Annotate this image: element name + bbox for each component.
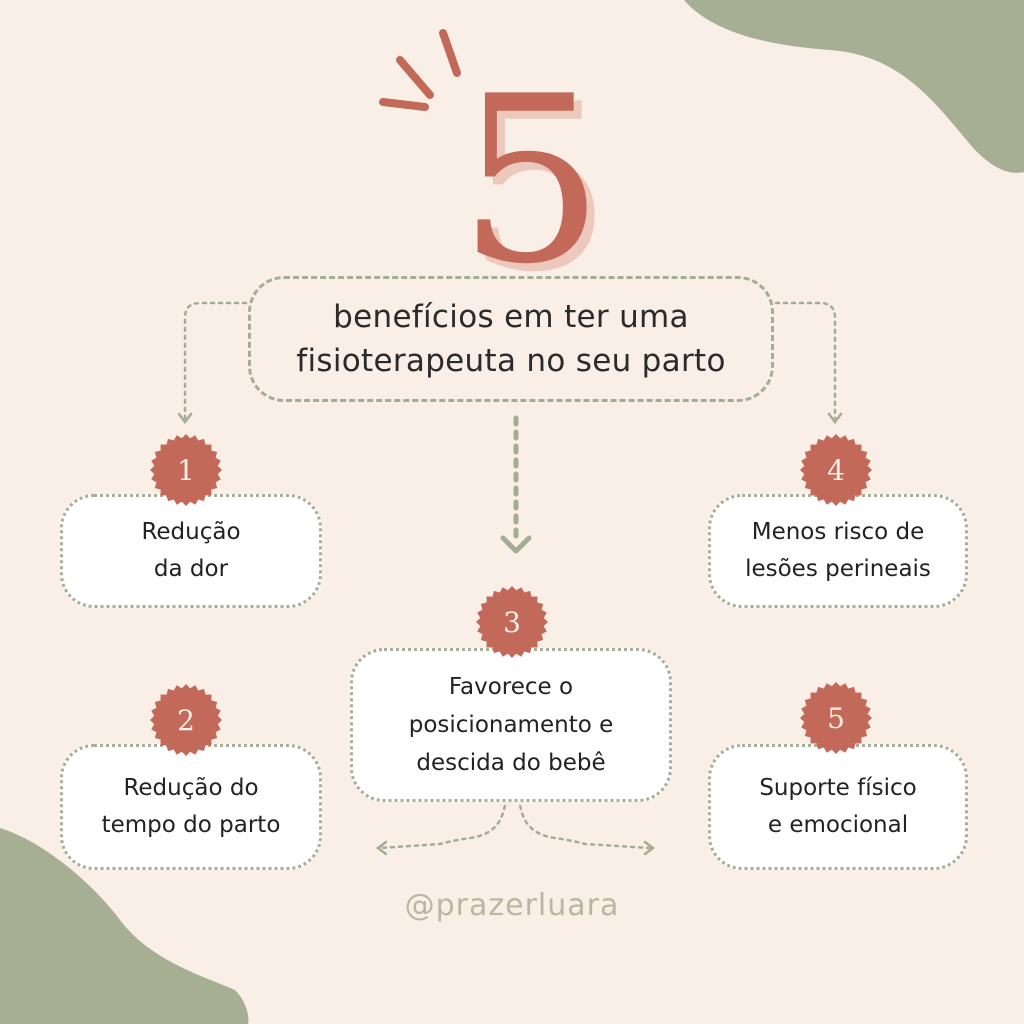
benefit-3-line-1: Favorece o	[448, 674, 574, 700]
svg-text:5: 5	[458, 70, 604, 280]
svg-text:5: 5	[466, 70, 610, 280]
benefit-4-line-1: Menos risco de	[751, 519, 925, 545]
benefit-1-line-2: da dor	[153, 556, 229, 582]
badge-number-5: 5	[827, 701, 845, 735]
benefit-3-line-3: descida do bebê	[416, 750, 606, 776]
big-number-five: 5 5	[458, 70, 610, 280]
badge-seal-icon	[150, 434, 222, 506]
benefit-card-1: Redução da dor	[60, 494, 322, 608]
headline-line-1: benefícios em ter uma	[333, 299, 689, 335]
badge-number-2: 2	[177, 703, 195, 737]
benefit-1-line-1: Redução	[141, 519, 241, 545]
badge-number-4: 4	[827, 453, 845, 487]
benefit-3-line-2: posicionamento e	[408, 712, 614, 738]
number-badge-1: 1	[150, 434, 222, 506]
badge-number-3: 3	[503, 605, 521, 639]
headline-line-2: fisioterapeuta no seu parto	[296, 343, 726, 379]
number-badge-2: 2	[150, 684, 222, 756]
badge-seal-icon	[800, 682, 872, 754]
benefit-card-4: Menos risco de lesões perineais	[708, 494, 968, 608]
benefit-card-2: Redução do tempo do parto	[60, 744, 322, 870]
benefit-card-3: Favorece o posicionamento e descida do b…	[350, 648, 672, 802]
badge-number-1: 1	[177, 453, 195, 487]
benefit-5-line-2: e emocional	[767, 812, 909, 838]
number-badge-5: 5	[800, 682, 872, 754]
benefit-2-line-2: tempo do parto	[101, 812, 281, 838]
benefit-5-line-1: Suporte físico	[759, 775, 917, 801]
instagram-handle: @prazerluara	[404, 888, 620, 923]
benefit-2-line-1: Redução do	[123, 775, 259, 801]
badge-seal-icon	[800, 434, 872, 506]
badge-seal-icon	[476, 586, 548, 658]
spark-lines-icon	[379, 29, 461, 111]
badge-seal-icon	[150, 684, 222, 756]
number-badge-4: 4	[800, 434, 872, 506]
benefit-4-line-2: lesões perineais	[745, 556, 931, 582]
benefit-card-5: Suporte físico e emocional	[708, 744, 968, 870]
number-badge-3: 3	[476, 586, 548, 658]
headline-box: benefícios em ter uma fisioterapeuta no …	[248, 276, 774, 402]
